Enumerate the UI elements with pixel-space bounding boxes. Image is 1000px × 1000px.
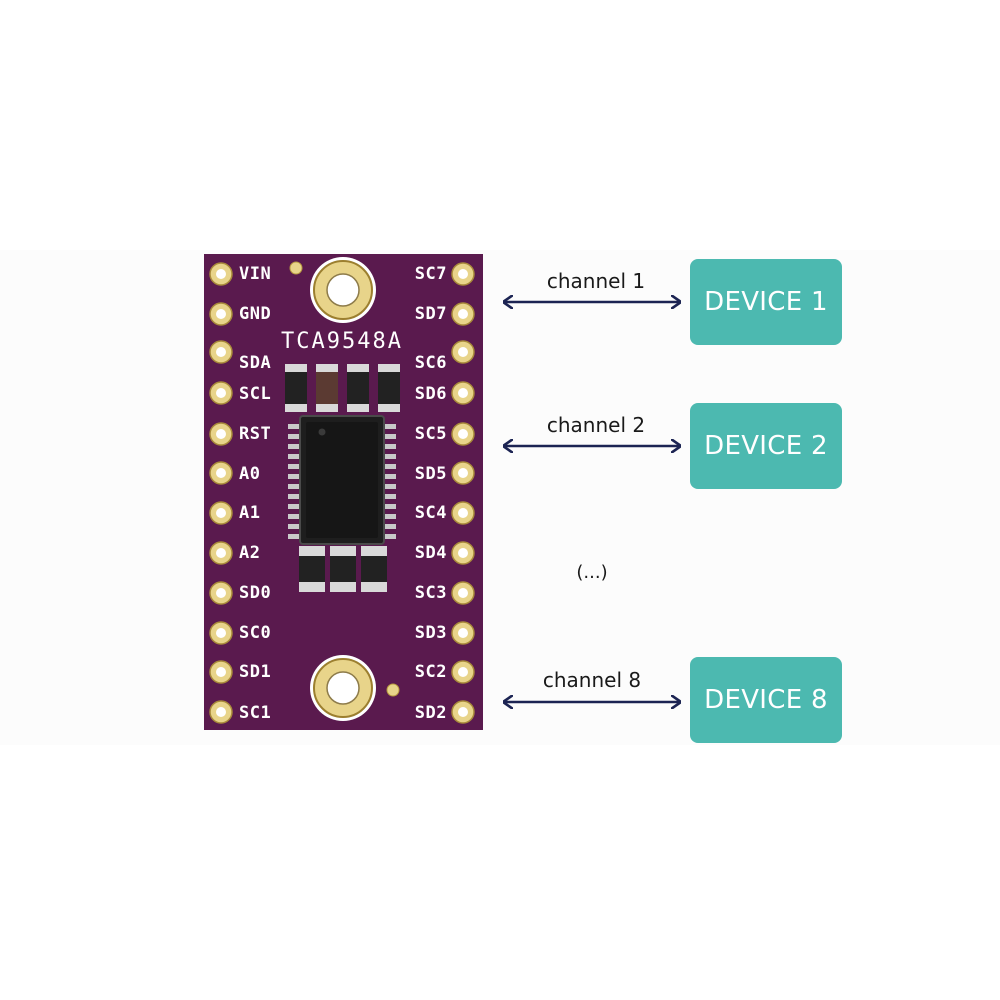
chip-lead bbox=[288, 524, 300, 529]
channel-1-label: channel 1 bbox=[546, 269, 646, 293]
pin-label-a2: A2 bbox=[239, 543, 261, 563]
right-pin-pads bbox=[451, 262, 475, 724]
pin-hole bbox=[216, 707, 226, 717]
pin-hole bbox=[458, 388, 468, 398]
pin-hole bbox=[458, 667, 468, 677]
pin-hole bbox=[458, 548, 468, 558]
pin-hole bbox=[458, 628, 468, 638]
chip-lead bbox=[288, 474, 300, 479]
chip-lead bbox=[384, 504, 396, 509]
pin-label-a1: A1 bbox=[239, 503, 261, 523]
mounting-hole-icon bbox=[310, 257, 376, 323]
pin-hole bbox=[216, 588, 226, 598]
chip-lead bbox=[384, 484, 396, 489]
chip-lead bbox=[384, 444, 396, 449]
pin-label-rst: RST bbox=[239, 424, 272, 444]
chip-lead bbox=[288, 534, 300, 539]
chip-name-label: TCA9548A bbox=[281, 329, 403, 354]
channel-8-label: channel 8 bbox=[542, 668, 642, 692]
pin-label-sd5: SD5 bbox=[414, 464, 447, 484]
more-channels-ellipsis: (...) bbox=[576, 562, 608, 583]
chip-lead bbox=[384, 524, 396, 529]
pin-label-sd6: SD6 bbox=[414, 384, 447, 404]
pin-label-sc4: SC4 bbox=[414, 503, 447, 523]
pin-hole bbox=[458, 468, 468, 478]
pin-label-sda: SDA bbox=[239, 353, 272, 373]
pin-label-sd7: SD7 bbox=[414, 304, 447, 324]
pin-hole bbox=[458, 508, 468, 518]
pin-hole bbox=[458, 429, 468, 439]
pin-label-sd3: SD3 bbox=[414, 623, 447, 643]
pin-label-sd1: SD1 bbox=[239, 662, 272, 682]
device-1-box: DEVICE 1 bbox=[690, 259, 842, 345]
pin-hole bbox=[216, 628, 226, 638]
chip-lead bbox=[288, 494, 300, 499]
pin-label-sc7: SC7 bbox=[414, 264, 447, 284]
pin-label-sc2: SC2 bbox=[414, 662, 447, 682]
pin-label-sd2: SD2 bbox=[414, 703, 447, 723]
pin-hole bbox=[216, 468, 226, 478]
chip-lead bbox=[384, 424, 396, 429]
chip-lead bbox=[288, 464, 300, 469]
chip-lead bbox=[288, 484, 300, 489]
chip-lead bbox=[384, 454, 396, 459]
chip-lead bbox=[384, 464, 396, 469]
chip-lead bbox=[384, 514, 396, 519]
smd-components-top bbox=[285, 364, 400, 412]
pin-label-scl: SCL bbox=[239, 384, 272, 404]
pin-label-sc1: SC1 bbox=[239, 703, 272, 723]
chip-lead bbox=[288, 514, 300, 519]
pin-hole bbox=[216, 347, 226, 357]
pin-hole bbox=[458, 347, 468, 357]
pin-hole bbox=[458, 309, 468, 319]
pin-hole bbox=[216, 309, 226, 319]
chip-lead bbox=[288, 424, 300, 429]
pin-hole bbox=[216, 388, 226, 398]
device-2-box: DEVICE 2 bbox=[690, 403, 842, 489]
left-pin-pads bbox=[209, 262, 233, 724]
pin-hole bbox=[216, 429, 226, 439]
pin-label-sc5: SC5 bbox=[414, 424, 447, 444]
pin-label-gnd: GND bbox=[239, 304, 272, 324]
chip-lead bbox=[288, 434, 300, 439]
pin-hole bbox=[216, 508, 226, 518]
mounting-hole-icon bbox=[310, 655, 376, 721]
pin-label-sd0: SD0 bbox=[239, 583, 272, 603]
pin-hole bbox=[458, 269, 468, 279]
channel-2-label: channel 2 bbox=[546, 413, 646, 437]
pin-hole bbox=[458, 707, 468, 717]
via-dot bbox=[289, 261, 303, 275]
pin-label-sc0: SC0 bbox=[239, 623, 272, 643]
chip-lead bbox=[288, 504, 300, 509]
chip-lead bbox=[384, 494, 396, 499]
smd-components-bottom bbox=[299, 546, 387, 592]
chip-lead bbox=[288, 454, 300, 459]
via-dot bbox=[386, 683, 400, 697]
pin-label-sd4: SD4 bbox=[414, 543, 447, 563]
pin-label-vin: VIN bbox=[239, 264, 272, 284]
pin-hole bbox=[216, 667, 226, 677]
chip-lead bbox=[288, 444, 300, 449]
pin-label-sc3: SC3 bbox=[414, 583, 447, 603]
chip-lead bbox=[384, 474, 396, 479]
pin-hole bbox=[216, 269, 226, 279]
pin-label-a0: A0 bbox=[239, 464, 261, 484]
device-8-box: DEVICE 8 bbox=[690, 657, 842, 743]
pin-hole bbox=[458, 588, 468, 598]
pin-label-sc6: SC6 bbox=[414, 353, 447, 373]
chip-lead bbox=[384, 434, 396, 439]
chip-lead bbox=[384, 534, 396, 539]
tca9548a-chip bbox=[288, 415, 396, 545]
pin-hole bbox=[216, 548, 226, 558]
